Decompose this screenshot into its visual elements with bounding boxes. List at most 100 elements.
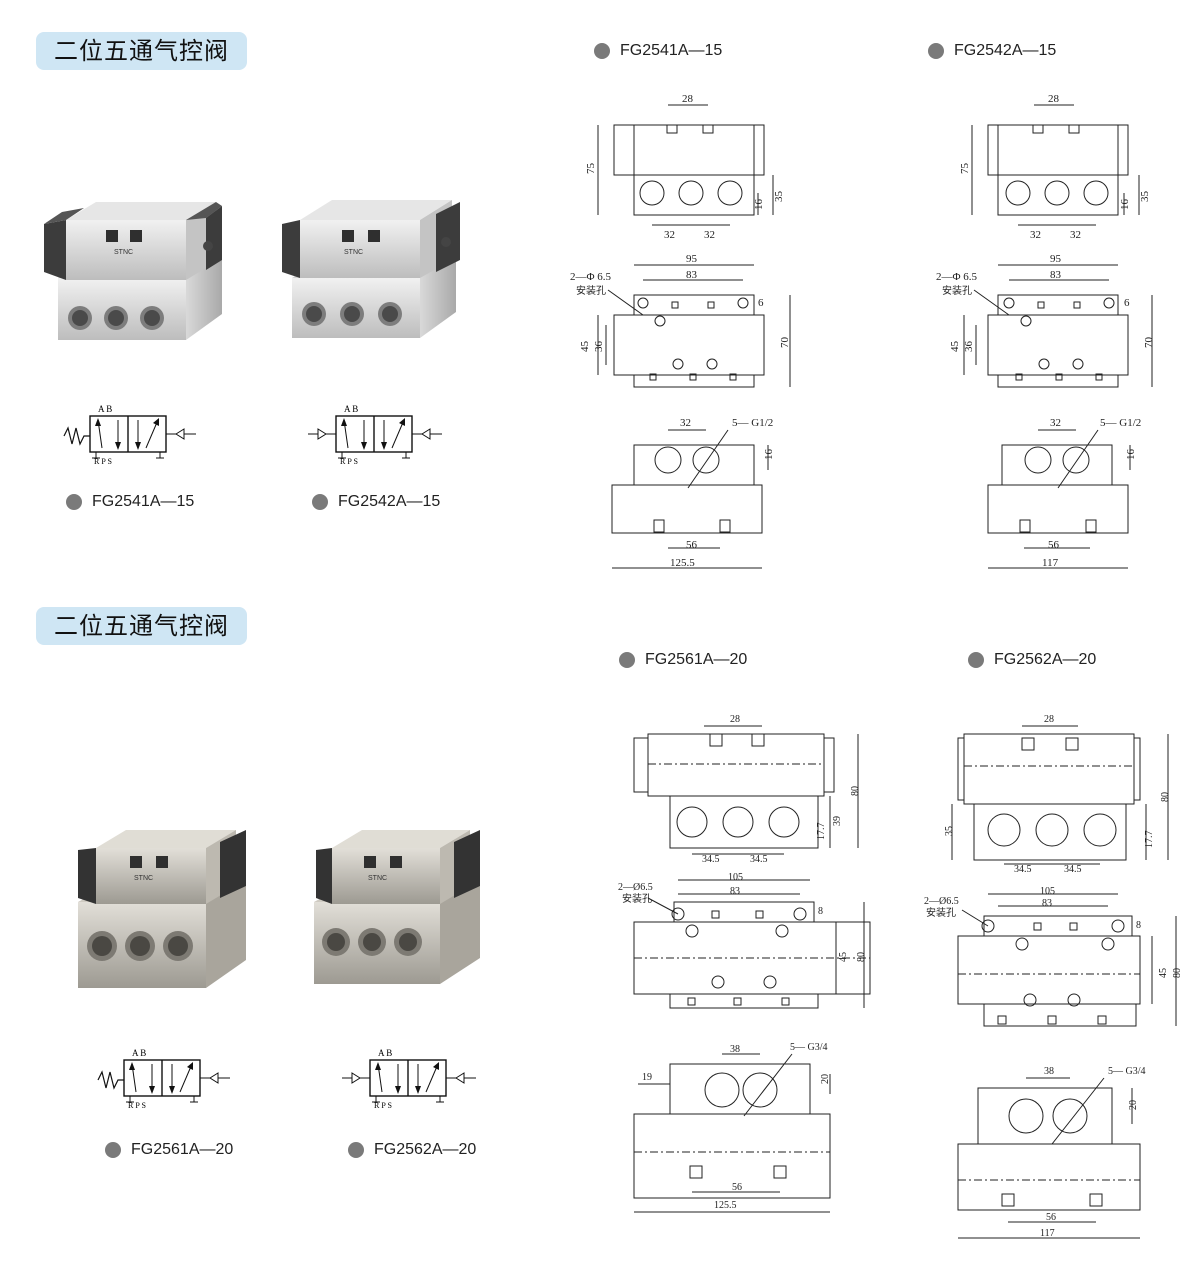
svg-text:75: 75 xyxy=(959,163,971,175)
svg-text:16: 16 xyxy=(763,449,775,461)
svg-text:安装孔: 安装孔 xyxy=(576,284,606,297)
brand-text: STNC xyxy=(344,249,363,256)
svg-text:83: 83 xyxy=(1050,269,1062,281)
section-title-bottom: 二位五通气控阀 xyxy=(36,607,247,645)
svg-text:2—Ø6.5: 2—Ø6.5 xyxy=(618,882,653,893)
svg-text:16: 16 xyxy=(1119,199,1131,211)
svg-text:R P S: R P S xyxy=(340,457,358,466)
svg-text:38: 38 xyxy=(1044,1066,1054,1077)
svg-text:45: 45 xyxy=(579,341,591,353)
pneumatic-symbol-fg2562: A B R P S xyxy=(342,1048,476,1110)
svg-text:105: 105 xyxy=(1040,886,1055,897)
svg-text:17.7: 17.7 xyxy=(1144,831,1155,849)
bullet-icon xyxy=(619,652,635,668)
svg-text:45: 45 xyxy=(949,341,961,353)
svg-text:35: 35 xyxy=(944,826,955,836)
svg-text:95: 95 xyxy=(686,253,698,265)
svg-text:16: 16 xyxy=(1125,449,1137,461)
svg-text:32: 32 xyxy=(664,229,675,241)
pneumatic-symbol-fg2561: A B R P S xyxy=(97,1048,230,1110)
svg-text:32: 32 xyxy=(680,417,691,429)
bullet-icon xyxy=(105,1142,121,1158)
bullet-icon xyxy=(312,494,328,510)
svg-text:56: 56 xyxy=(732,1182,742,1193)
svg-text:R P S: R P S xyxy=(128,1101,146,1110)
model-label-fg2561-photo: FG2561A—20 xyxy=(105,1141,233,1159)
pneumatic-symbol-fg2542: A B R P S xyxy=(308,404,442,466)
svg-text:32: 32 xyxy=(1070,229,1081,241)
svg-text:6: 6 xyxy=(1124,297,1130,309)
svg-text:34.5: 34.5 xyxy=(1064,864,1082,875)
svg-text:R P S: R P S xyxy=(374,1101,392,1110)
svg-text:A B: A B xyxy=(132,1048,146,1058)
svg-text:38: 38 xyxy=(730,1044,740,1055)
svg-text:105: 105 xyxy=(728,872,743,883)
svg-text:20: 20 xyxy=(820,1074,831,1084)
svg-text:20: 20 xyxy=(1128,1100,1139,1110)
svg-text:2—Φ 6.5: 2—Φ 6.5 xyxy=(570,271,612,283)
svg-text:安装孔: 安装孔 xyxy=(942,284,972,297)
svg-text:83: 83 xyxy=(730,886,740,897)
svg-text:34.5: 34.5 xyxy=(702,854,720,865)
svg-text:95: 95 xyxy=(1050,253,1062,265)
model-label-fg2541-top: FG2541A—15 xyxy=(594,42,722,60)
svg-text:A B: A B xyxy=(378,1048,392,1058)
model-label-fg2541-photo: FG2541A—15 xyxy=(66,493,194,511)
svg-text:安装孔: 安装孔 xyxy=(622,892,652,905)
svg-text:45: 45 xyxy=(838,952,849,962)
svg-text:34.5: 34.5 xyxy=(1014,864,1032,875)
svg-text:35: 35 xyxy=(773,191,785,203)
svg-text:28: 28 xyxy=(730,714,740,725)
svg-text:80: 80 xyxy=(1160,792,1171,802)
svg-text:2—Φ 6.5: 2—Φ 6.5 xyxy=(936,271,978,283)
bullet-icon xyxy=(348,1142,364,1158)
valve-photo-fg2541: STNC xyxy=(44,202,222,340)
svg-text:16: 16 xyxy=(753,199,765,211)
svg-text:32: 32 xyxy=(704,229,715,241)
svg-text:R P S: R P S xyxy=(94,457,112,466)
svg-text:34.5: 34.5 xyxy=(750,854,768,865)
svg-text:75: 75 xyxy=(585,163,597,175)
svg-text:80: 80 xyxy=(1172,968,1182,978)
brand-text: STNC xyxy=(134,875,153,882)
svg-text:56: 56 xyxy=(1046,1212,1056,1223)
svg-text:56: 56 xyxy=(686,539,698,551)
svg-text:83: 83 xyxy=(686,269,698,281)
svg-text:5— G1/2: 5— G1/2 xyxy=(1100,417,1141,429)
brand-text: STNC xyxy=(114,249,133,256)
valve-photo-fg2561: STNC xyxy=(78,830,246,988)
svg-text:28: 28 xyxy=(1048,93,1060,105)
model-label-fg2561-top: FG2561A—20 xyxy=(619,651,747,669)
svg-text:70: 70 xyxy=(1143,337,1155,349)
svg-text:5— G1/2: 5— G1/2 xyxy=(732,417,773,429)
svg-text:36: 36 xyxy=(963,341,975,353)
svg-text:A B: A B xyxy=(98,404,112,414)
svg-text:A B: A B xyxy=(344,404,358,414)
valve-photo-fg2562: STNC xyxy=(314,830,480,984)
svg-text:56: 56 xyxy=(1048,539,1060,551)
bullet-icon xyxy=(594,43,610,59)
model-label-fg2562-top: FG2562A—20 xyxy=(968,651,1096,669)
svg-text:8: 8 xyxy=(1136,920,1141,931)
svg-text:2—Ø6.5: 2—Ø6.5 xyxy=(924,896,959,907)
svg-text:36: 36 xyxy=(593,341,605,353)
svg-text:8: 8 xyxy=(818,906,823,917)
svg-text:35: 35 xyxy=(1139,191,1151,203)
svg-text:6: 6 xyxy=(758,297,764,309)
model-label-fg2542-top: FG2542A—15 xyxy=(928,42,1056,60)
svg-text:80: 80 xyxy=(850,786,861,796)
bullet-icon xyxy=(968,652,984,668)
section-title-top: 二位五通气控阀 xyxy=(36,32,247,70)
svg-text:28: 28 xyxy=(1044,714,1054,725)
svg-text:117: 117 xyxy=(1042,557,1059,569)
svg-text:32: 32 xyxy=(1050,417,1061,429)
svg-text:125.5: 125.5 xyxy=(714,1200,737,1211)
svg-text:70: 70 xyxy=(779,337,791,349)
svg-text:83: 83 xyxy=(1042,898,1052,909)
bullet-icon xyxy=(66,494,82,510)
svg-text:19: 19 xyxy=(642,1072,652,1083)
svg-text:45: 45 xyxy=(1158,968,1169,978)
